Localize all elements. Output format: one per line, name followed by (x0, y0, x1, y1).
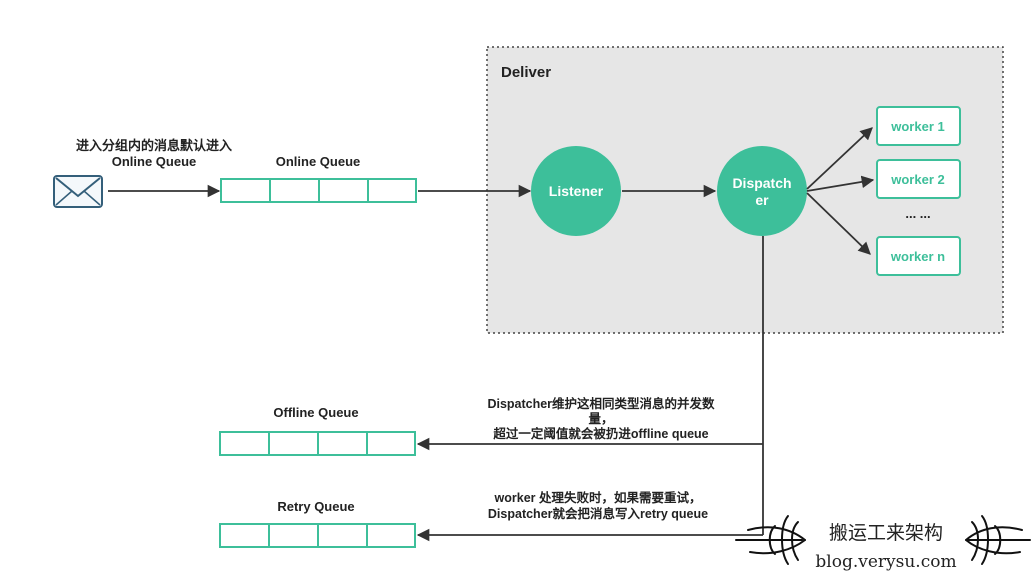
worker-n-label: worker n (890, 249, 945, 264)
worker-1-label: worker 1 (890, 119, 944, 134)
listener-label: Listener (549, 183, 604, 199)
worker-2-label: worker 2 (890, 172, 944, 187)
dispatcher-node (717, 146, 807, 236)
workers-ellipsis: ... ... (905, 206, 930, 221)
tribal-ornament-right-icon (965, 515, 1031, 565)
mail-icon (53, 175, 103, 208)
watermark-name: 搬运工来架构 (829, 522, 943, 544)
offline-queue (219, 431, 416, 456)
arrow-dispatcher-to-worker2 (806, 175, 875, 192)
listener-node (531, 146, 621, 236)
watermark-url: blog.verysu.com (815, 552, 956, 572)
input-note-line2: Online Queue (112, 154, 197, 169)
dispatcher-label-line2: er (755, 192, 769, 208)
retry-note-line2: Dispatcher就会把消息写入retry queue (488, 506, 708, 521)
worker-n-box (876, 236, 961, 276)
offline-queue-label: Offline Queue (273, 405, 358, 420)
watermark: 搬运工来架构 blog.verysu.com (735, 515, 1031, 572)
retry-queue-label: Retry Queue (277, 499, 354, 514)
arrow-dispatcher-to-workern (806, 192, 871, 255)
arrow-dispatcher-to-worker1 (806, 127, 873, 190)
offline-note-line1: Dispatcher维护这相同类型消息的并发数 (487, 396, 715, 411)
dispatcher-label-line1: Dispatch (732, 175, 791, 191)
offline-note-line2: 量， (588, 412, 613, 426)
retry-queue (219, 523, 416, 548)
offline-note-line3: 超过一定阈值就会被扔进offline queue (492, 426, 708, 441)
input-note-line1: 进入分组内的消息默认进入 (76, 138, 232, 153)
deliver-title: Deliver (501, 64, 551, 81)
retry-note-line1: worker 处理失败时，如果需要重试， (494, 490, 702, 505)
worker-2-box (876, 159, 961, 199)
online-queue-label: Online Queue (276, 154, 361, 169)
tribal-ornament-left-icon (735, 515, 806, 565)
online-queue (220, 178, 417, 203)
worker-1-box (876, 106, 961, 146)
